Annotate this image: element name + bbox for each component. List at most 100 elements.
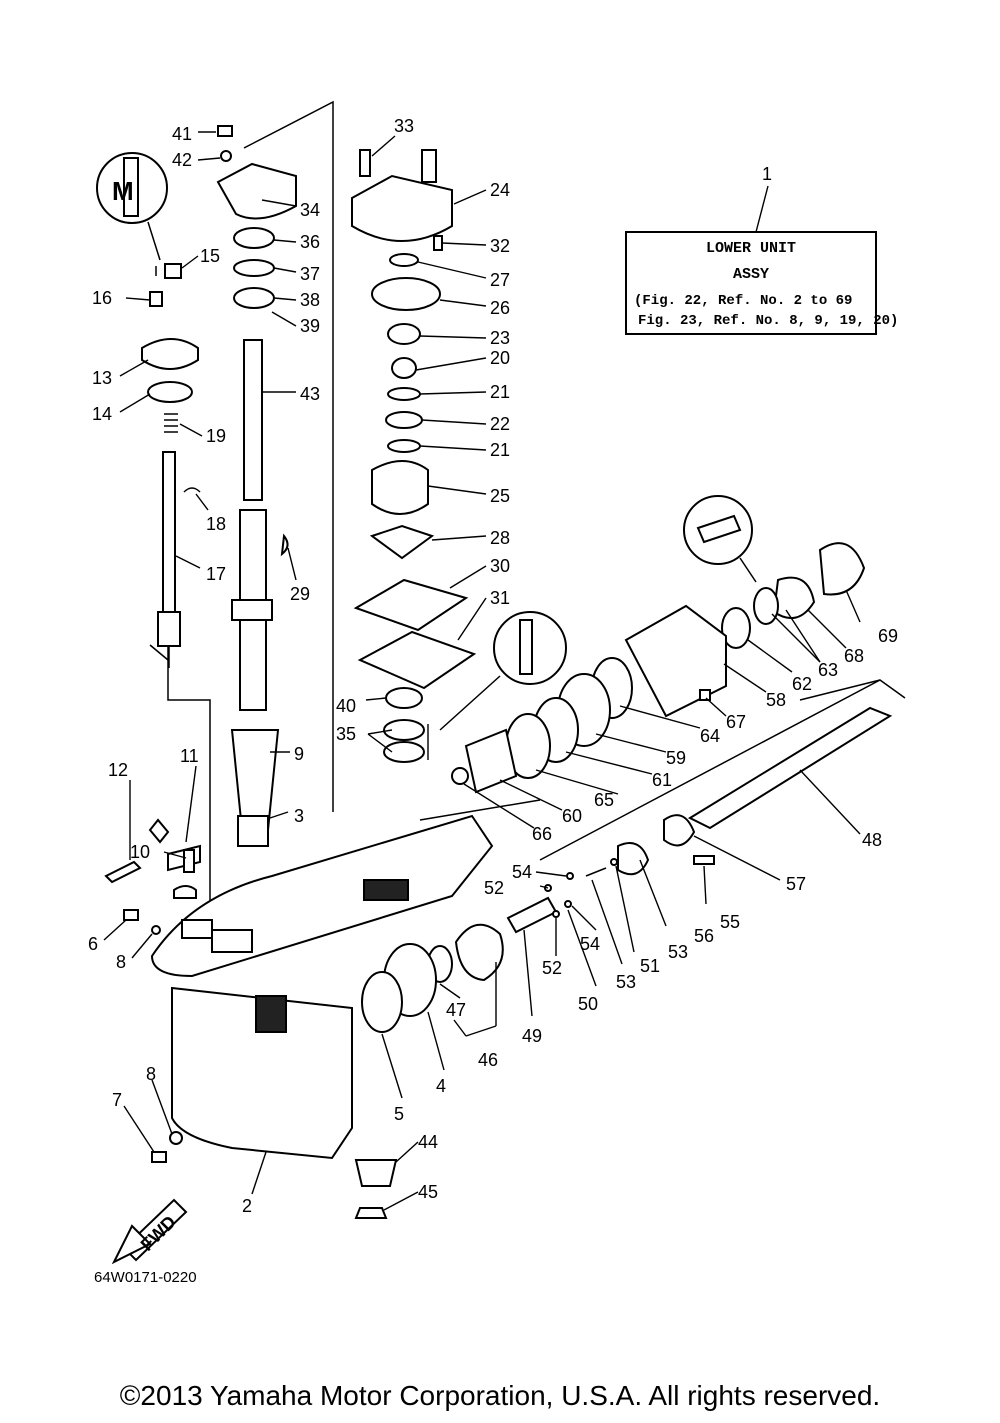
callout-numbers: 41 42 33 24 34 32 15 36 27 37 26 16 38 3… (88, 116, 898, 1216)
callout-12: 12 (108, 760, 128, 780)
callout-13: 13 (92, 368, 112, 388)
ball-54b (564, 900, 572, 908)
callout-31: 31 (490, 588, 510, 608)
callout-8b: 8 (146, 1064, 156, 1084)
gasket-31 (357, 630, 477, 690)
spring-19 (164, 413, 178, 433)
callout-46: 46 (478, 1050, 498, 1070)
plate-30 (353, 578, 469, 632)
callout-30: 30 (490, 556, 510, 576)
washer-8b (169, 1131, 183, 1145)
copyright-notice: ©2013 Yamaha Motor Corporation, U.S.A. A… (119, 1380, 881, 1411)
leader-lines (103, 131, 861, 1211)
forward-direction-arrow: FWD (111, 1198, 188, 1265)
reverse-gear-60 (464, 728, 518, 794)
washer-21b (387, 439, 421, 453)
callout-42: 42 (172, 150, 192, 170)
plate-22 (385, 411, 423, 429)
impeller-housing-25 (371, 460, 429, 515)
callout-37: 37 (300, 264, 320, 284)
key-29 (280, 533, 289, 557)
callout-34: 34 (300, 200, 320, 220)
callout-40: 40 (336, 696, 356, 716)
bearing-62 (721, 607, 751, 649)
callout-60: 60 (562, 806, 582, 826)
key-67 (699, 689, 711, 701)
callout-28: 28 (490, 528, 510, 548)
bolt-16 (149, 291, 163, 307)
callout-8a: 8 (116, 952, 126, 972)
callout-63: 63 (818, 660, 838, 680)
pump-housing-24 (351, 174, 453, 242)
forward-gear-group (354, 923, 504, 1219)
seal-63 (753, 587, 779, 625)
drive-shaft-43 (243, 339, 263, 501)
housing-58 (624, 604, 727, 718)
callout-48: 48 (862, 830, 882, 850)
callout-36: 36 (300, 232, 320, 252)
callout-54b: 54 (580, 934, 600, 954)
water-passage-b (181, 919, 213, 939)
callout-1: 1 (762, 164, 772, 184)
callout-11: 11 (180, 746, 199, 766)
spring-57 (663, 814, 696, 847)
callout-32: 32 (490, 236, 510, 256)
washer-66 (451, 767, 469, 785)
callout-66: 66 (532, 824, 552, 844)
washer-42 (220, 150, 232, 162)
callout-69: 69 (878, 626, 898, 646)
callout-49: 49 (522, 1026, 542, 1046)
assy-reference-box: 1 LOWER UNIT ASSY (Fig. 22, Ref. No. 2 t… (625, 164, 898, 335)
callout-38: 38 (300, 290, 320, 310)
bolt-10 (183, 849, 195, 873)
callout-68: 68 (844, 646, 864, 666)
impeller-28 (369, 524, 435, 560)
callout-47: 47 (446, 1000, 466, 1020)
callout-20: 20 (490, 348, 510, 368)
housing-34 (216, 162, 297, 220)
clutch-56 (617, 842, 650, 876)
callout-50: 50 (578, 994, 598, 1014)
callout-2: 2 (242, 1196, 252, 1216)
callout-22: 22 (490, 414, 510, 434)
washer-37 (233, 259, 275, 277)
gear-case-2 (150, 814, 494, 1160)
bolt-6 (123, 909, 139, 921)
callout-27: 27 (490, 270, 510, 290)
ball-52b (552, 910, 560, 918)
pinion-44 (354, 1159, 398, 1187)
callout-41: 41 (172, 124, 192, 144)
callout-3: 3 (294, 806, 304, 826)
propeller-shaft-housing-group (451, 542, 866, 794)
callout-55: 55 (720, 912, 740, 932)
callout-59: 59 (666, 748, 686, 768)
assy-ref-fig23: Fig. 23, Ref. No. 8, 9, 19, 20) (638, 313, 898, 329)
seal-35b (383, 741, 425, 763)
washer-8a (151, 925, 161, 935)
ball-54a (566, 872, 574, 880)
propeller-shaft-48 (687, 706, 893, 830)
callout-58: 58 (766, 690, 786, 710)
washer-68 (772, 576, 816, 620)
propeller-shaft-group (506, 706, 893, 934)
callout-65: 65 (594, 790, 614, 810)
o-ring-14 (147, 381, 193, 403)
drawing-code: 64W0171-0220 (94, 1269, 197, 1286)
circlip-18 (183, 487, 201, 493)
callout-6: 6 (88, 934, 98, 954)
callout-54a: 54 (512, 862, 532, 882)
water-passage-a (211, 929, 253, 953)
shift-plunger-49 (506, 896, 558, 934)
callout-52a: 52 (484, 878, 504, 898)
washer-21a (387, 387, 421, 401)
pin-55 (693, 855, 715, 865)
ring-nut-69 (818, 542, 866, 596)
drive-shaft-group (216, 125, 297, 847)
vent-slots (255, 995, 287, 1033)
forward-gear-46 (454, 923, 504, 982)
callout-67: 67 (726, 712, 746, 732)
assy-subtitle: ASSY (733, 266, 769, 283)
nut-45 (354, 1207, 388, 1219)
callout-45: 45 (418, 1182, 438, 1202)
callout-18: 18 (206, 514, 226, 534)
